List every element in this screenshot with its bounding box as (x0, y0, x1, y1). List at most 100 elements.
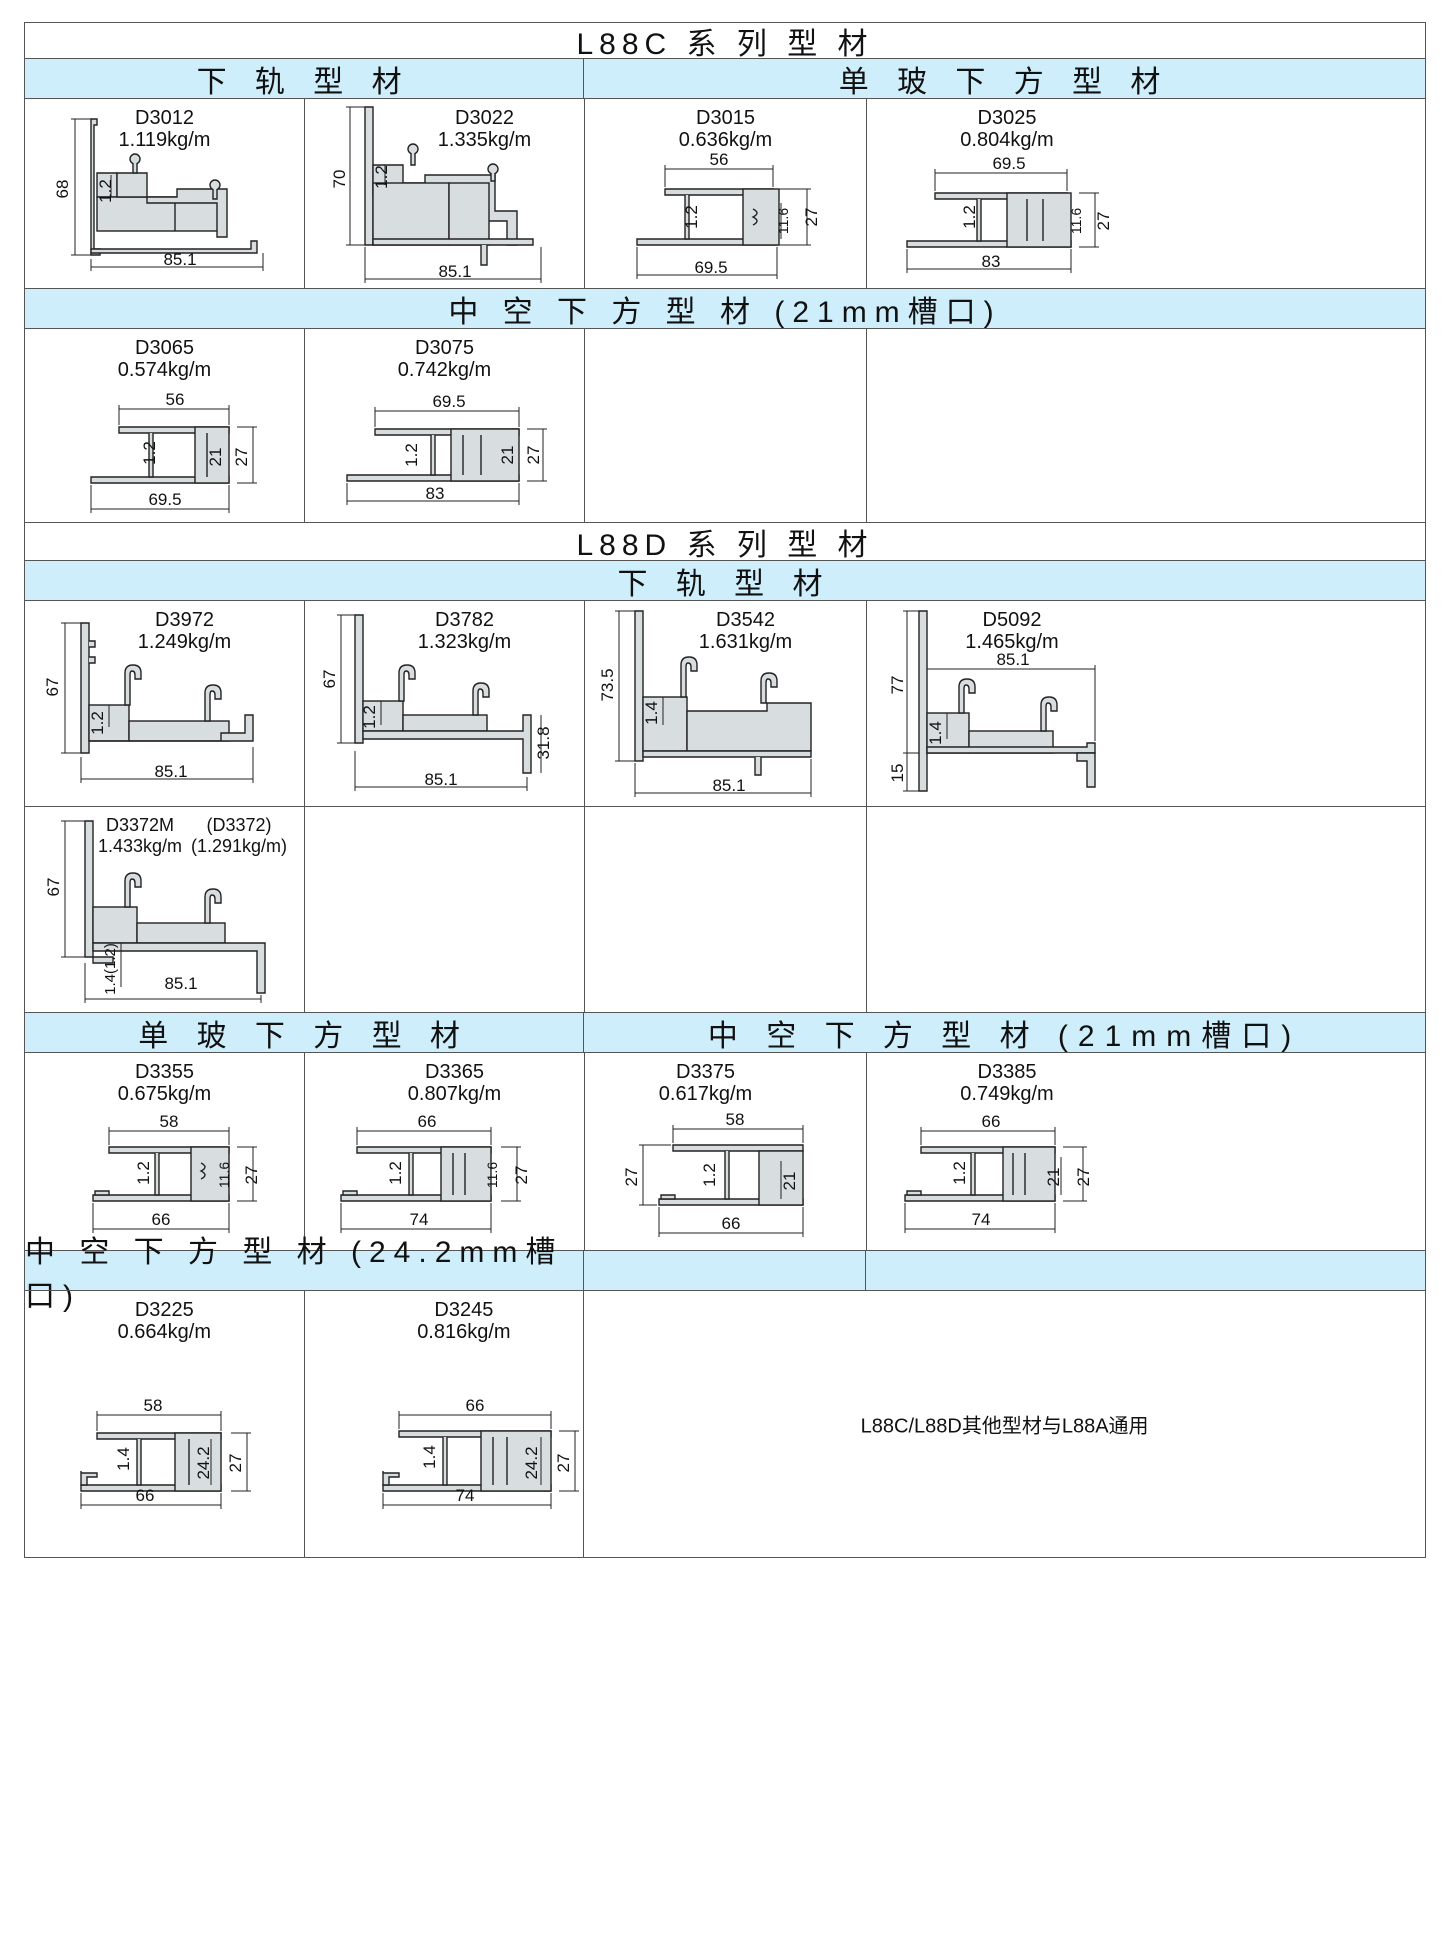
dim-label: 1.4 (114, 1447, 133, 1471)
profile-code: D3372M (105, 815, 175, 835)
profile-drawing-d3782: 67 1.2 31.8 85.1 (320, 614, 553, 791)
dim-label: 85.1 (438, 262, 471, 281)
dim-label: 58 (144, 1396, 163, 1415)
dim-label: 1.2 (372, 165, 391, 189)
dim-label: 21 (206, 448, 225, 467)
dim-label: 27 (232, 448, 251, 467)
dim-label: 1.2 (96, 179, 115, 203)
l88d-hollow242-header-row: 中 空 下 方 型 材 (24.2mm槽口) (24, 1236, 1426, 1313)
dim-label: 1.2 (950, 1161, 969, 1185)
dim-label: 70 (330, 170, 349, 189)
l88d-hollow21-header: 中 空 下 方 型 材 (21mm槽口) (584, 1013, 1425, 1053)
dim-label: 15 (888, 764, 907, 783)
dim-label: 21 (498, 446, 517, 465)
dim-label: 1.2 (134, 1161, 153, 1185)
profile-weight: 1.433kg/m (97, 836, 183, 856)
dim-label: 31.8 (534, 726, 553, 759)
l88c-hollow-header: 中 空 下 方 型 材 (21mm槽口) (25, 289, 1425, 329)
dim-label: 11.6 (484, 1162, 500, 1188)
profile-drawing-d3225: 58 1.4 24.2 27 66 (80, 1396, 251, 1509)
profile-drawing-d3372m: 67 1.4(1.2) 85.1 (44, 820, 266, 1003)
l88c-subheader-row: 下 轨 型 材 单 玻 下 方 型 材 (24, 58, 1426, 99)
l88d-hollow242-header-text: 中 空 下 方 型 材 (24.2mm槽口) (25, 1235, 564, 1313)
dim-label: 21 (780, 1172, 799, 1191)
profile-weight: 1.119kg/m (118, 129, 211, 151)
profile-weight: 0.617kg/m (658, 1083, 753, 1105)
dim-label: 27 (524, 446, 543, 465)
l88c-rail-header: 下 轨 型 材 (25, 59, 585, 99)
profile-weight: 0.574kg/m (117, 359, 212, 381)
profile-code: D3375 (676, 1061, 735, 1083)
dim-label: 27 (512, 1166, 531, 1185)
profile-code: D3782 (435, 609, 494, 631)
dim-label: 69.5 (432, 392, 465, 411)
dim-label: 27 (1094, 212, 1113, 231)
profile-drawing-d3022: 70 1.2 85.1 (330, 106, 542, 283)
dim-label: 27 (802, 208, 821, 227)
dim-label: 66 (465, 1396, 484, 1415)
empty-cell (867, 329, 1147, 522)
dim-label: 74 (972, 1210, 991, 1229)
profile-weight: 0.675kg/m (117, 1083, 212, 1105)
dim-label: 66 (982, 1112, 1001, 1131)
l88c-single-header-text: 单 玻 下 方 型 材 (838, 65, 1171, 99)
profile-weight: 1.335kg/m (437, 129, 532, 151)
dim-label: 69.5 (992, 154, 1025, 173)
dim-label: 66 (152, 1210, 171, 1229)
l88d-rail-header-text: 下 轨 型 材 (617, 567, 833, 601)
dim-label: 66 (136, 1486, 155, 1505)
l88d-rail-header: 下 轨 型 材 (25, 561, 1425, 601)
l88c-series-title-text: L88C 系 列 型 材 (576, 27, 874, 61)
empty-cell (585, 807, 867, 1012)
dim-label: 85.1 (996, 650, 1029, 669)
dim-label: 69.5 (694, 258, 727, 277)
profile-drawing-d3065: 56 1.2 21 27 69.5 (90, 390, 257, 513)
profile-code: D3225 (134, 1299, 194, 1321)
l88c-rail-header-text: 下 轨 型 材 (196, 65, 412, 99)
profile-alt-weight: (1.291kg/m) (190, 836, 288, 856)
dim-label: 85.1 (164, 974, 197, 993)
dim-label: 69.5 (148, 490, 181, 509)
profile-code: D3065 (135, 337, 194, 359)
dim-label: 74 (455, 1486, 474, 1505)
profile-drawing-d3075: 69.5 1.2 21 27 83 (346, 392, 547, 505)
profile-drawing-d3972: 67 1.2 85.1 (43, 622, 254, 783)
l88d-hollow242-header: 中 空 下 方 型 材 (24.2mm槽口) (25, 1236, 585, 1313)
empty-header-cell (865, 1251, 1425, 1290)
dim-label: 83 (426, 484, 445, 503)
profile-drawing-d3542: 73.5 1.4 85.1 (598, 610, 812, 797)
profile-alt-code: (D3372) (206, 815, 272, 835)
note-cell: L88C/L88D其他型材与L88A通用 (584, 1291, 1425, 1557)
profile-weight: 1.631kg/m (698, 631, 793, 653)
dim-label: 58 (726, 1110, 745, 1129)
profile-code: D3542 (716, 609, 775, 631)
dim-label: 27 (554, 1454, 573, 1473)
profile-weight: 1.465kg/m (965, 631, 1059, 653)
l88d-subheader-row: 单 玻 下 方 型 材 中 空 下 方 型 材 (21mm槽口) (24, 1012, 1426, 1053)
dim-label: 1.4(1.2) (102, 943, 119, 995)
profile-code: D5092 (982, 609, 1042, 631)
dim-label: 1.2 (960, 205, 979, 229)
profile-code: D3025 (977, 107, 1037, 129)
profile-code: D3012 (135, 107, 194, 129)
profile-code: D3365 (425, 1061, 484, 1083)
dim-label: 1.4 (642, 701, 661, 725)
dim-label: 74 (410, 1210, 429, 1229)
dim-label: 21 (1044, 1168, 1063, 1187)
profile-drawing-d5092: 85.1 77 1.4 15 (888, 610, 1096, 792)
dim-label: 1.2 (386, 1161, 405, 1185)
dim-label: 85.1 (712, 776, 745, 795)
l88c-single-header: 单 玻 下 方 型 材 (584, 59, 1425, 99)
